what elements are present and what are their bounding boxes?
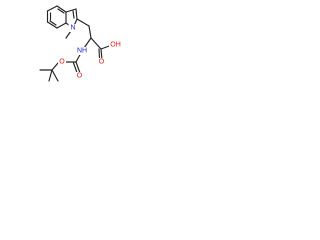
indole-nitrogen-text: N — [70, 25, 75, 32]
bond — [51, 69, 59, 82]
bond — [56, 22, 67, 29]
bond — [88, 25, 92, 39]
bond — [46, 21, 58, 29]
bond — [48, 69, 53, 82]
bond — [75, 8, 78, 20]
amide-nh-label: NH — [75, 47, 89, 55]
carbamate-ester-oxygen-label: O — [58, 58, 66, 66]
bond — [51, 62, 59, 71]
benzene-ring — [46, 5, 67, 29]
bond — [90, 37, 102, 50]
bond — [65, 8, 77, 13]
acid-carbonyl-oxygen-text: O — [99, 59, 105, 66]
bond — [57, 8, 65, 14]
carbamate-carbonyl-oxygen-label: O — [75, 72, 84, 80]
bond — [46, 5, 58, 12]
acid-hydroxyl-label: OH — [109, 41, 122, 49]
amide-nh-text: NH — [77, 48, 87, 55]
acid-carbonyl-oxygen-label: O — [97, 58, 106, 66]
bond — [72, 10, 75, 19]
acid-hydroxyl-text: OH — [110, 42, 121, 49]
bond — [98, 48, 101, 59]
bond — [56, 5, 67, 13]
carbamate-carbonyl-oxygen-text: O — [77, 73, 83, 80]
carbamate-ester-oxygen-text: O — [59, 59, 65, 66]
bond — [76, 18, 90, 27]
bond — [49, 20, 57, 26]
structural-formula: N NH OH O O O — [39, 5, 122, 82]
indole-nitrogen-label: N — [68, 24, 78, 32]
bond — [75, 61, 81, 74]
